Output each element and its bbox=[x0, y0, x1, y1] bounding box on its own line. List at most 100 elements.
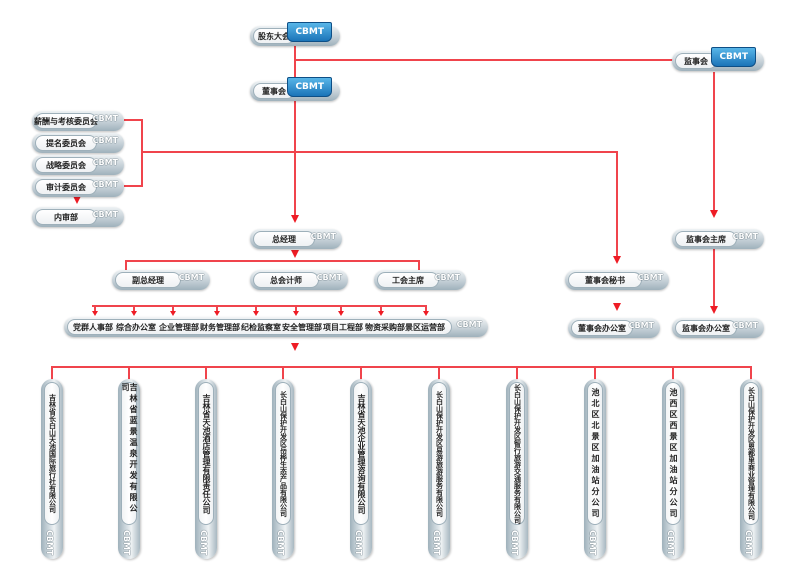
chief-accountant-node[interactable]: 总会计师 CBMT bbox=[250, 270, 348, 290]
departments-inner bbox=[67, 319, 452, 335]
supervisory-board-node[interactable]: 监事会 CBMT bbox=[672, 47, 764, 71]
brand-tag: CBMT bbox=[287, 22, 332, 42]
brand-tag: CBMT bbox=[92, 136, 118, 145]
node-label: 内审部 bbox=[35, 209, 97, 225]
connector bbox=[360, 366, 362, 380]
connector bbox=[594, 366, 596, 380]
brand-tag: CBMT bbox=[434, 273, 460, 282]
subsidiary-label: 长白山保护开发区易游旅游服务有限公司 bbox=[431, 382, 447, 525]
node-label: 董事会 bbox=[253, 83, 295, 99]
arrow-down-icon bbox=[291, 343, 299, 351]
connector bbox=[294, 59, 714, 61]
node-label: 总经理 bbox=[253, 231, 315, 247]
brand-tag: CBMT bbox=[588, 529, 597, 555]
connector bbox=[94, 305, 96, 312]
arrow-down-icon bbox=[710, 210, 718, 218]
brand-tag: CBMT bbox=[456, 320, 482, 329]
connector bbox=[295, 305, 297, 312]
general-manager-node[interactable]: 总经理 CBMT bbox=[250, 229, 342, 249]
brand-tag: CBMT bbox=[287, 77, 332, 97]
board-office-node[interactable]: 董事会办公室 CBMT bbox=[568, 318, 660, 338]
brand-tag: CBMT bbox=[732, 321, 758, 330]
board-secretary-node[interactable]: 董事会秘书 CBMT bbox=[565, 270, 669, 290]
brand-tag: CBMT bbox=[199, 529, 208, 555]
node-label: 董事会办公室 bbox=[571, 320, 633, 336]
departments-bar: 党群人事部综合办公室企业管理部财务管理部纪检监察室安全管理部项目工程部物资采购部… bbox=[64, 317, 488, 337]
connector bbox=[425, 305, 427, 312]
node-label: 监事会办公室 bbox=[675, 320, 737, 336]
internal-audit-node[interactable]: 内审部 CBMT bbox=[32, 207, 124, 227]
department-item[interactable]: 企业管理部 bbox=[159, 323, 199, 332]
subsidiary-node[interactable]: 池北区北景区加油站分公司 CBMT bbox=[584, 379, 606, 559]
department-item[interactable]: 纪检监察室 bbox=[241, 323, 281, 332]
subsidiary-label: 吉林省长白山天池国际旅行社有限公司 bbox=[44, 382, 60, 525]
connector bbox=[172, 305, 174, 312]
arrow-down-icon bbox=[423, 311, 429, 316]
connector bbox=[125, 260, 420, 262]
department-item[interactable]: 安全管理部 bbox=[282, 323, 322, 332]
connector bbox=[52, 366, 752, 368]
arrow-down-icon bbox=[170, 311, 176, 316]
department-item[interactable]: 综合办公室 bbox=[116, 323, 156, 332]
brand-tag: CBMT bbox=[628, 321, 654, 330]
connector bbox=[128, 366, 130, 380]
department-item[interactable]: 项目工程部 bbox=[323, 323, 363, 332]
subsidiary-label: 吉林省蓝景温泉开发有限公司 bbox=[121, 382, 138, 525]
connector bbox=[216, 305, 218, 312]
committee-strategy-node[interactable]: 战略委员会 CBMT bbox=[32, 155, 124, 175]
connector bbox=[340, 305, 342, 312]
committee-nomination-node[interactable]: 提名委员会 CBMT bbox=[32, 133, 124, 153]
subsidiary-label: 长白山保护开发区智行旅游交通服务有限公司 bbox=[509, 382, 525, 525]
subsidiary-label: 池北区北景区加油站分公司 bbox=[587, 382, 603, 525]
brand-tag: CBMT bbox=[178, 273, 204, 282]
connector bbox=[616, 151, 618, 257]
brand-tag: CBMT bbox=[92, 158, 118, 167]
brand-tag: CBMT bbox=[354, 529, 363, 555]
node-label: 工会主席 bbox=[377, 272, 439, 288]
connector bbox=[713, 72, 715, 212]
union-chair-node[interactable]: 工会主席 CBMT bbox=[374, 270, 466, 290]
arrow-down-icon bbox=[613, 303, 621, 311]
connector bbox=[141, 151, 617, 153]
brand-tag: CBMT bbox=[92, 114, 118, 123]
connector bbox=[124, 185, 142, 187]
arrow-down-icon bbox=[613, 256, 621, 264]
node-label: 提名委员会 bbox=[35, 135, 97, 151]
arrow-down-icon bbox=[338, 311, 344, 316]
department-item[interactable]: 物资采购部 bbox=[365, 323, 405, 332]
department-item[interactable]: 景区运营部 bbox=[405, 323, 445, 332]
connector bbox=[282, 366, 284, 380]
connector bbox=[672, 366, 674, 380]
subsidiary-label: 长白山保护开发区岳桦生态产品有限公司 bbox=[275, 382, 291, 525]
node-label: 股东大会 bbox=[253, 28, 295, 44]
connector bbox=[750, 366, 752, 380]
connector bbox=[516, 366, 518, 380]
department-item[interactable]: 财务管理部 bbox=[200, 323, 240, 332]
committee-remuneration-node[interactable]: 薪酬与考核委员会 CBMT bbox=[32, 111, 124, 131]
brand-tag: CBMT bbox=[316, 273, 342, 282]
connector bbox=[418, 260, 420, 270]
connector bbox=[92, 305, 426, 307]
board-node[interactable]: 董事会 CBMT bbox=[250, 77, 340, 101]
committee-audit-node[interactable]: 审计委员会 CBMT bbox=[32, 177, 124, 197]
connector bbox=[713, 246, 715, 308]
department-item[interactable]: 党群人事部 bbox=[73, 323, 113, 332]
subsidiary-label: 长白山保护开发区恩都里商业管理有限公司 bbox=[743, 382, 759, 525]
deputy-gm-node[interactable]: 副总经理 CBMT bbox=[112, 270, 210, 290]
shareholders-meeting-node[interactable]: 股东大会 CBMT bbox=[250, 22, 340, 46]
supervisory-chair-node[interactable]: 监事会主席 CBMT bbox=[672, 229, 764, 249]
connector bbox=[133, 305, 135, 312]
arrow-down-icon bbox=[92, 311, 98, 316]
connector bbox=[255, 305, 257, 312]
supervisory-office-node[interactable]: 监事会办公室 CBMT bbox=[672, 318, 764, 338]
